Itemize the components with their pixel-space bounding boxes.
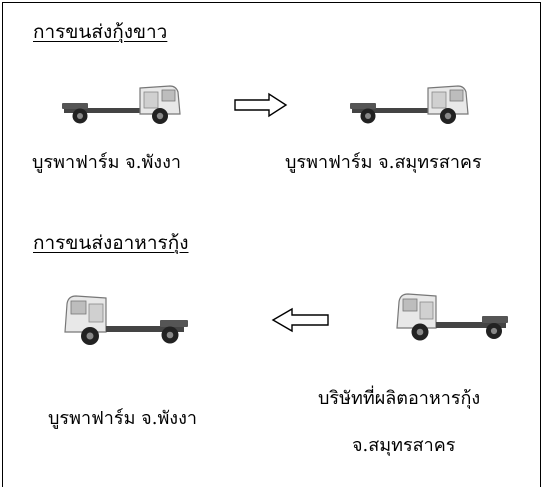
truck-icon-destination	[64, 295, 188, 345]
section2-origin-label-line2: จ.สมุทรสาคร	[352, 435, 456, 456]
arrow-right-icon	[234, 92, 288, 118]
truck-icon-origin	[62, 85, 181, 124]
section1-heading: การขนส่งกุ้งขาว	[33, 21, 168, 43]
section2-origin-label-line1: บริษัทที่ผลิตอาหารกุ้ง	[318, 388, 481, 409]
truck-icon-origin	[396, 293, 508, 341]
section2-heading: การขนส่งอาหารกุ้ง	[33, 232, 189, 254]
section1-origin-label: บูรพาฟาร์ม จ.พังงา	[32, 152, 181, 173]
section2-destination-label: บูรพาฟาร์ม จ.พังงา	[48, 408, 197, 429]
arrow-left-icon	[271, 307, 329, 333]
truck-icon-destination	[350, 85, 469, 124]
section1-destination-label: บูรพาฟาร์ม จ.สมุทรสาคร	[285, 152, 482, 173]
